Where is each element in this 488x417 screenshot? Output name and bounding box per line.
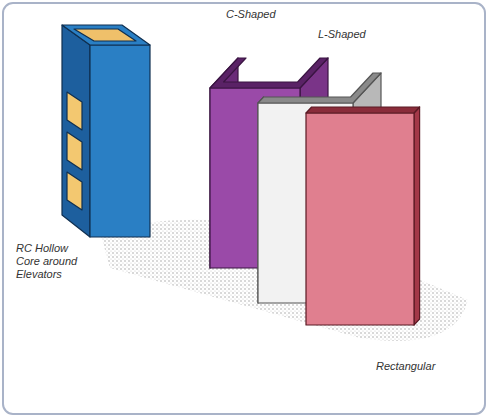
- hollow-core: [62, 25, 150, 237]
- shape-label: RC Hollow Core around Elevators: [16, 242, 86, 281]
- frame: [3, 3, 485, 414]
- shape-label: L-Shaped: [318, 28, 366, 41]
- shape-label: C-Shaped: [226, 8, 276, 21]
- rectangular-wall: [306, 107, 420, 325]
- shape-label: Rectangular: [376, 360, 435, 373]
